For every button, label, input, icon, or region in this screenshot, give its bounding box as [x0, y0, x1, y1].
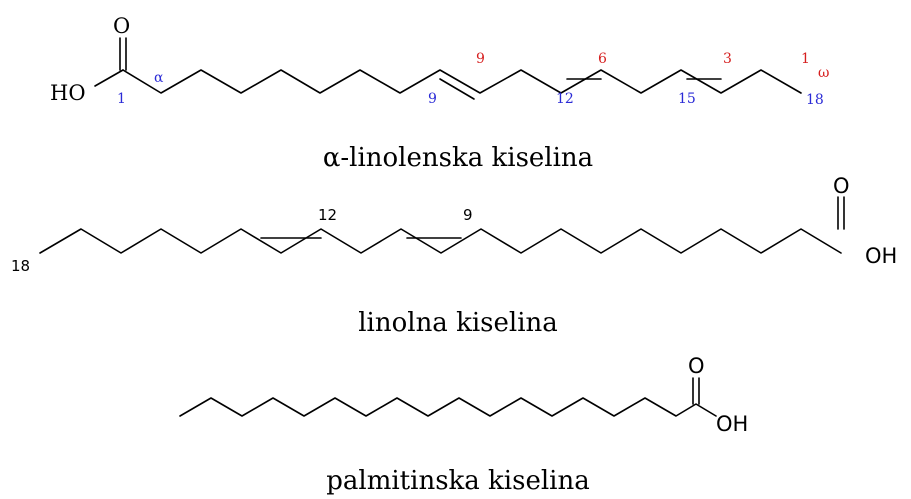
linoleic-chain	[39, 228, 842, 254]
alpha-linolenic-label-c15: 15	[678, 91, 696, 107]
alpha-linolenic-hydroxyl: HO	[50, 81, 86, 105]
linoleic-hydroxyl: OH	[865, 244, 897, 268]
linoleic-name: linolna kiselina	[358, 308, 558, 338]
linoleic-acid-structure: OH O 18 12 9	[11, 174, 897, 275]
alpha-linolenic-omega-label-9: 9	[476, 51, 485, 67]
alpha-linolenic-omega-label-1: 1	[801, 51, 810, 67]
alpha-linolenic-double-bond-9	[439, 78, 475, 100]
palmitic-chain	[179, 397, 717, 417]
alpha-linolenic-acid-structure: HO O 1 α 9 12 15 18 9 6 3 1 ω	[50, 14, 829, 108]
alpha-linolenic-omega-label-3: 3	[723, 51, 732, 67]
linoleic-label-c9: 9	[463, 206, 473, 224]
alpha-linolenic-label-c9: 9	[428, 91, 437, 107]
alpha-linolenic-omega-symbol: ω	[818, 65, 829, 81]
linoleic-oxygen: O	[833, 174, 850, 198]
alpha-linolenic-label-c1: 1	[117, 91, 126, 107]
alpha-linolenic-chain	[122, 69, 802, 94]
alpha-linolenic-oxygen: O	[113, 14, 130, 38]
palmitic-name: palmitinska kiselina	[326, 466, 589, 496]
linoleic-label-c18: 18	[11, 257, 30, 275]
alpha-linolenic-label-c12: 12	[556, 91, 574, 107]
palmitic-hydroxyl: OH	[716, 412, 748, 436]
alpha-linolenic-label-alpha: α	[154, 70, 164, 86]
alpha-linolenic-label-c18: 18	[806, 92, 824, 108]
alpha-linolenic-omega-label-6: 6	[598, 51, 607, 67]
alpha-linolenic-name: α-linolenska kiselina	[323, 143, 593, 173]
palmitic-oxygen: O	[688, 354, 705, 378]
linoleic-label-c12: 12	[318, 206, 337, 224]
palmitic-acid-structure: OH O	[179, 354, 748, 436]
alpha-linolenic-c-oh-bond	[94, 69, 124, 87]
